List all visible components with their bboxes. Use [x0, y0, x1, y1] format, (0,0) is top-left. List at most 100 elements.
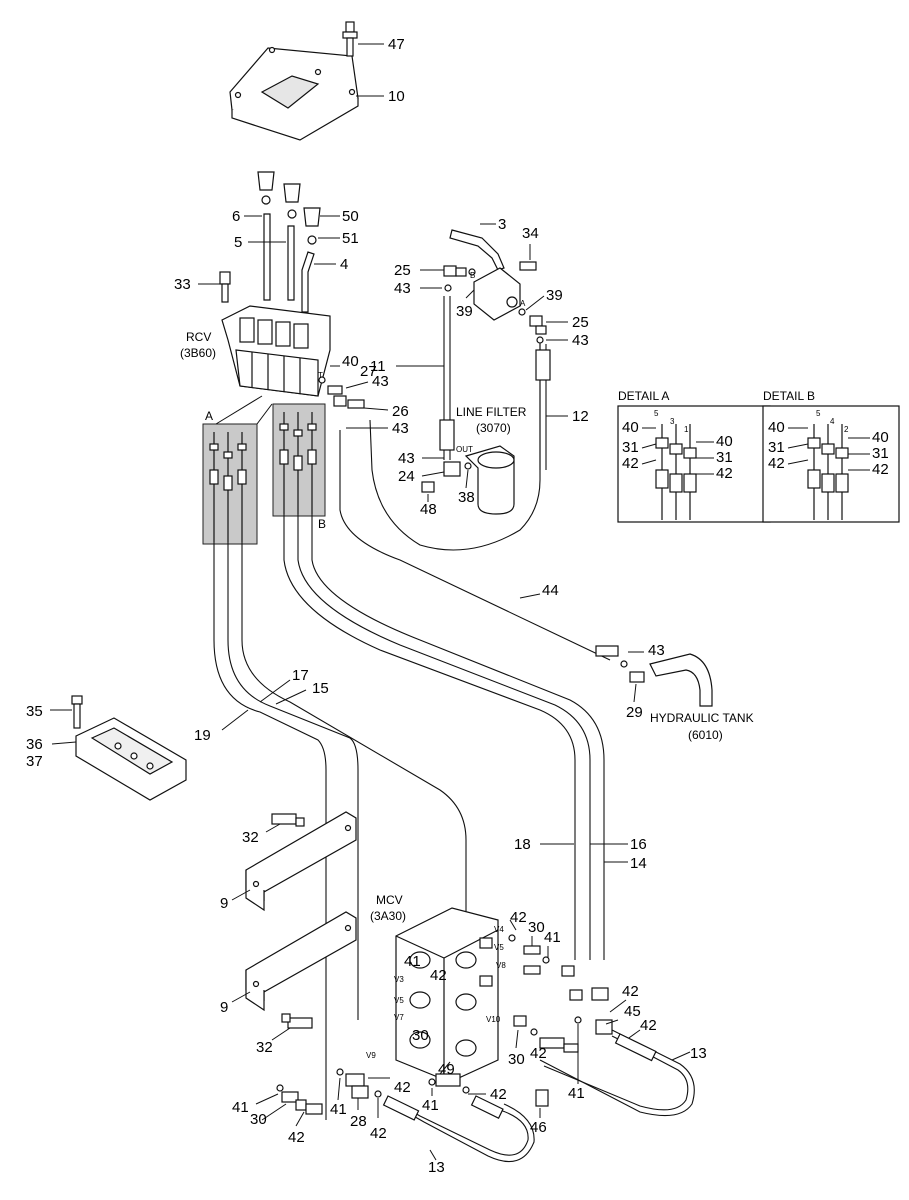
detail-a-port-5: 5 [654, 409, 659, 418]
callout-11: 11 [370, 358, 386, 375]
callout-50: 50 [342, 208, 359, 225]
mcv-code: (3A30) [370, 909, 406, 923]
detail-a [617, 405, 771, 523]
callout-12: 12 [572, 408, 589, 425]
callout-42-a: 42 [510, 909, 527, 926]
line-filter-label: LINE FILTER [456, 405, 527, 419]
detail-a-40-right: 40 [716, 433, 733, 450]
callout-17: 17 [292, 667, 309, 684]
callout-6: 6 [232, 208, 240, 225]
callout-42-e: 42 [530, 1045, 547, 1062]
hose-13-right [539, 1029, 695, 1117]
callout-34: 34 [522, 225, 539, 242]
callout-42-f: 42 [394, 1079, 411, 1096]
callout-9-b: 9 [220, 999, 228, 1016]
port-v8: V8 [496, 961, 506, 970]
callout-42-c: 42 [622, 983, 639, 1000]
callout-16: 16 [630, 836, 647, 853]
rcv-block [221, 305, 331, 397]
callout-41-f: 41 [330, 1101, 347, 1118]
mcv-right-fittings [508, 934, 613, 1053]
detail-b-title: DETAIL B [763, 389, 815, 403]
callout-25-a: 25 [394, 262, 411, 279]
callout-42-g: 42 [288, 1129, 305, 1146]
callout-19: 19 [194, 727, 211, 744]
callout-14: 14 [630, 855, 647, 872]
bolt-35 [71, 695, 83, 729]
port-v9: V9 [366, 1051, 376, 1060]
callout-42-i: 42 [490, 1086, 507, 1103]
view-a-box [202, 423, 258, 545]
callout-48: 48 [420, 501, 437, 518]
out-label: OUT [456, 445, 473, 454]
detail-b-port-4: 4 [830, 417, 835, 426]
detail-b-42-right: 42 [872, 461, 889, 478]
callout-42-d: 42 [640, 1017, 657, 1034]
detail-b-40-right: 40 [872, 429, 889, 446]
hydraulic-tank-label: HYDRAULIC TANK [650, 711, 754, 725]
rcv-label: RCV [186, 330, 211, 344]
bolt-32-upper [271, 813, 305, 827]
callout-28: 28 [350, 1113, 367, 1130]
callout-36: 36 [26, 736, 43, 753]
callout-13-b: 13 [428, 1159, 445, 1176]
line-filter-code: (3070) [476, 421, 511, 435]
detail-a-port-1: 1 [684, 425, 689, 434]
callout-43-b: 43 [572, 332, 589, 349]
port-v6: V5 [494, 943, 504, 952]
callout-32-a: 32 [242, 829, 259, 846]
callout-38: 38 [458, 489, 475, 506]
detail-a-40-left: 40 [622, 419, 639, 436]
callout-32-b: 32 [256, 1039, 273, 1056]
view-b-box [272, 403, 326, 517]
callout-26: 26 [392, 403, 409, 420]
callout-33: 33 [174, 276, 191, 293]
port-t: T [318, 371, 323, 380]
elbow-25-top [443, 265, 476, 277]
detail-b [762, 405, 900, 523]
view-a-label: A [205, 409, 213, 423]
callout-30-d: 30 [250, 1111, 267, 1128]
callout-47: 47 [388, 36, 405, 53]
port-v5: V5 [394, 996, 404, 1005]
callout-41-c: 41 [568, 1085, 585, 1102]
cover-plate [229, 46, 359, 141]
detail-b-31-left: 31 [768, 439, 785, 456]
callout-9-a: 9 [220, 895, 228, 912]
callout-18: 18 [514, 836, 531, 853]
callout-5: 5 [234, 234, 242, 251]
callout-41-b: 41 [404, 953, 421, 970]
port-b: B [470, 271, 475, 280]
hoses-view-b [283, 514, 605, 960]
callout-39-b: 39 [546, 287, 563, 304]
callout-3: 3 [498, 216, 506, 233]
detail-b-42-left: 42 [768, 455, 785, 472]
callout-15: 15 [312, 680, 329, 697]
callout-41-d: 41 [422, 1097, 439, 1114]
callout-30-c: 30 [508, 1051, 525, 1068]
callout-46: 46 [530, 1119, 547, 1136]
bracket-lower [245, 911, 357, 1012]
callout-29: 29 [626, 704, 643, 721]
view-b-label: B [318, 517, 326, 531]
hydraulic-tank-code: (6010) [688, 728, 723, 742]
port-v4: V4 [494, 925, 504, 934]
detail-a-title: DETAIL A [618, 389, 669, 403]
port-v3: V3 [394, 975, 404, 984]
plug-48 [421, 481, 435, 493]
rcv-code: (3B60) [180, 346, 216, 360]
callout-37: 37 [26, 753, 43, 770]
callout-41-a: 41 [544, 929, 561, 946]
elbow-25-bottom [529, 315, 547, 335]
mcv-block [395, 907, 499, 1083]
detail-a-port-3: 3 [670, 417, 675, 426]
callout-42-h: 42 [370, 1125, 387, 1142]
line-filter [443, 445, 515, 515]
callout-43-d: 43 [392, 420, 409, 437]
detail-b-port-2: 2 [844, 425, 849, 434]
rcv-tank-fittings [318, 376, 365, 409]
hose-44 [339, 430, 611, 661]
port-a: A [520, 299, 526, 308]
hose-26 [369, 340, 541, 551]
mcv-label: MCV [376, 893, 403, 907]
